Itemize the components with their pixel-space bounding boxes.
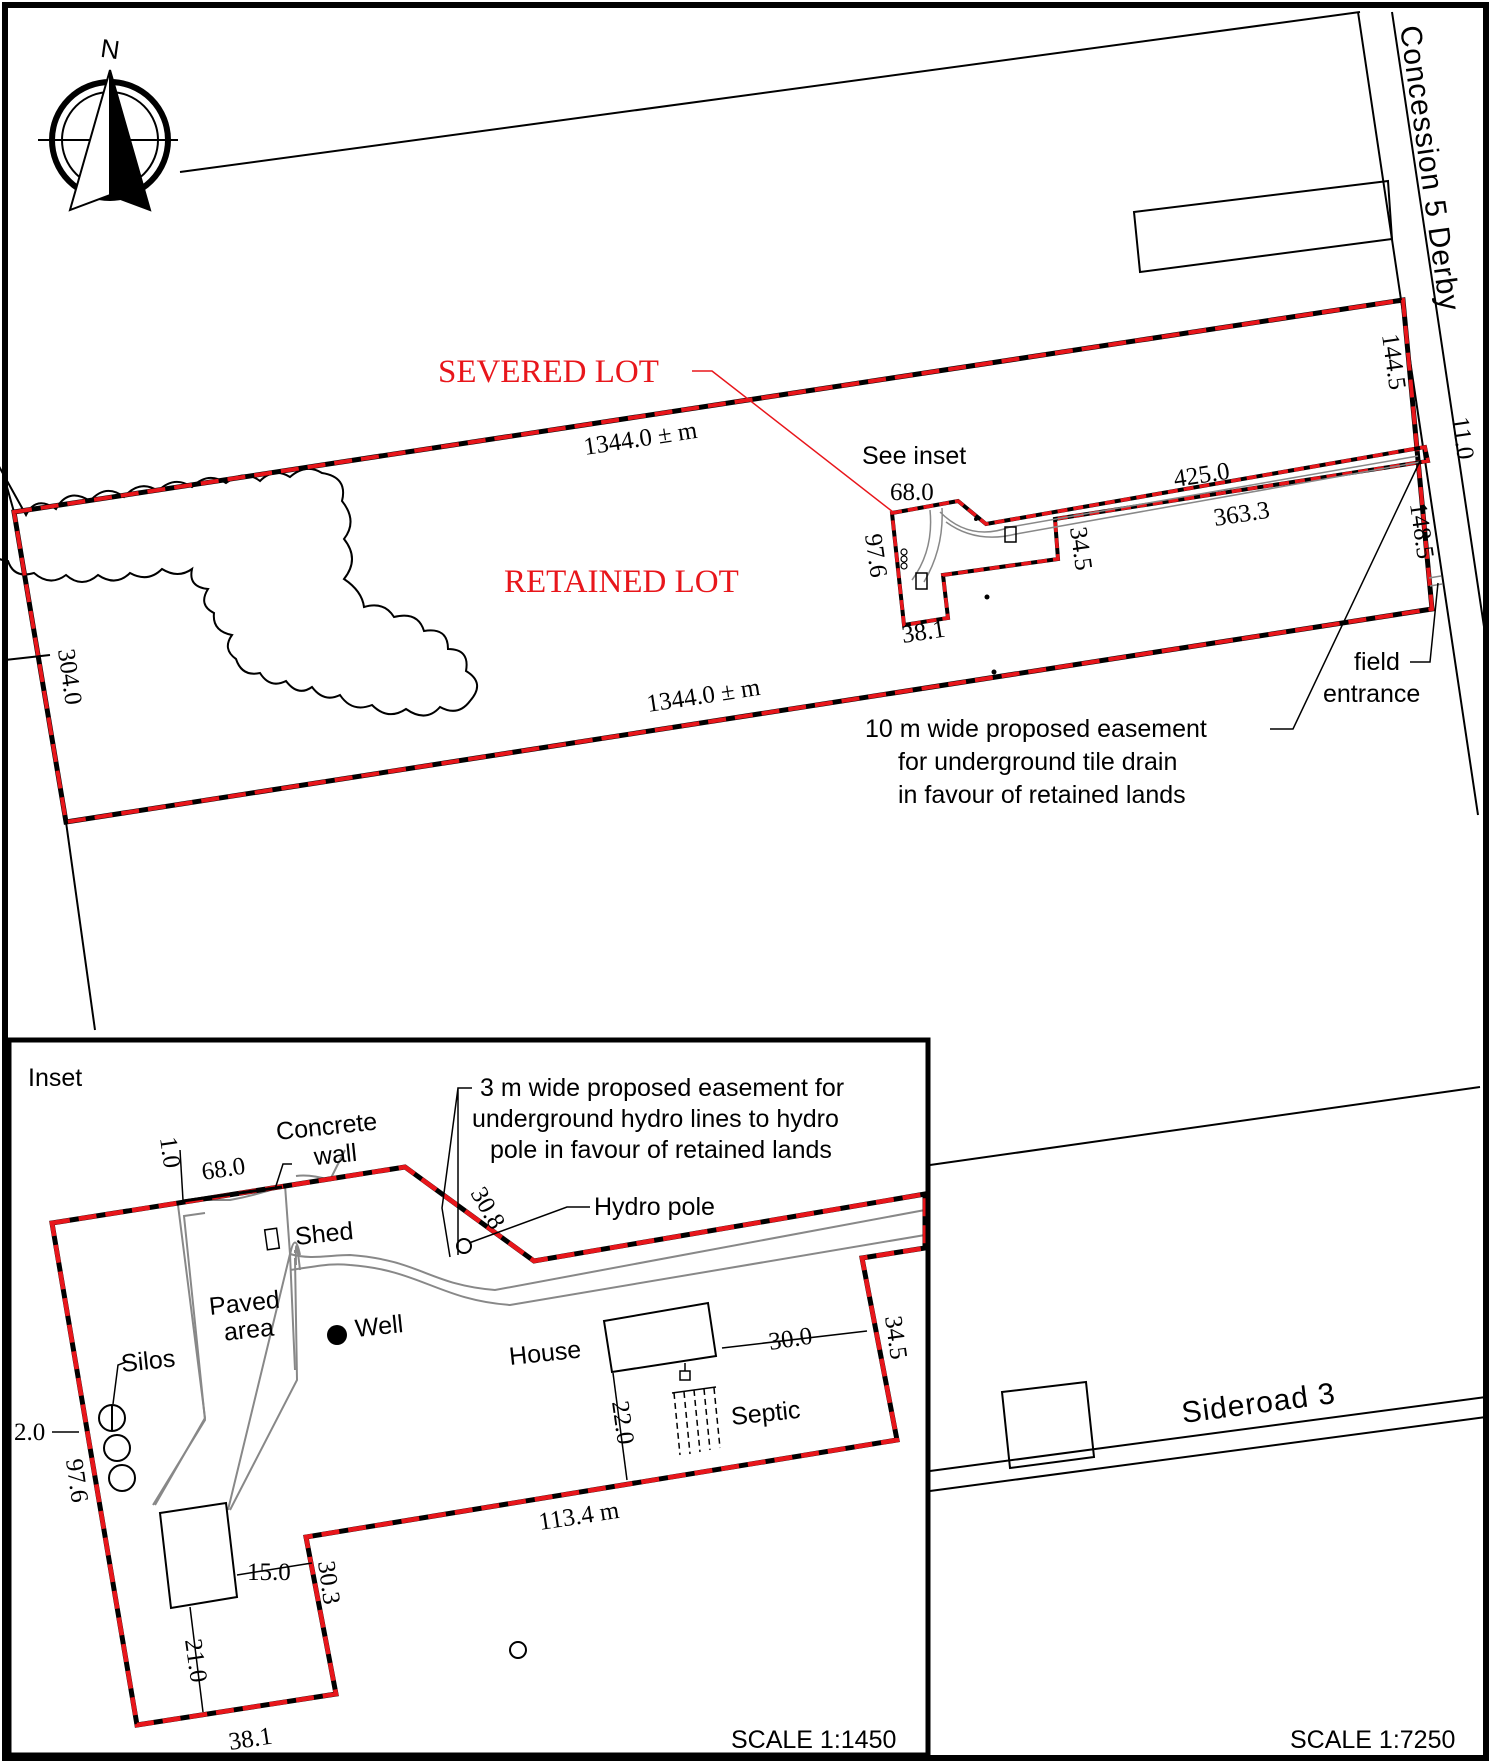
hydro-easement-bracket bbox=[441, 1087, 472, 1258]
paved-area-label: Paved area bbox=[208, 1285, 291, 1348]
inset-title: Inset bbox=[28, 1064, 82, 1092]
see-inset-label: See inset bbox=[862, 442, 966, 470]
inset-dimension-lines bbox=[52, 1149, 868, 1713]
north-arrow: N bbox=[38, 33, 178, 212]
easement-note-line-2: for underground tile drain bbox=[898, 748, 1177, 776]
inset-dim-wall-offset: 1.0 bbox=[154, 1135, 185, 1170]
field-entrance-line-2: entrance bbox=[1323, 680, 1420, 708]
southern-lot-line bbox=[929, 1086, 1481, 1166]
inset-dim-frontage: 68.0 bbox=[200, 1153, 247, 1186]
field-entrance-label: field entrance bbox=[1323, 648, 1420, 708]
dim-lane-width: 11.0 bbox=[1446, 415, 1479, 461]
inset-dim-silo-offset: 2.0 bbox=[14, 1419, 45, 1446]
north-arrow-right-half bbox=[109, 69, 152, 212]
neighbouring-building bbox=[1132, 179, 1394, 274]
field-entrance-mark bbox=[1428, 575, 1442, 579]
hydro-easement-note: 3 m wide proposed easement for undergrou… bbox=[472, 1074, 851, 1164]
severed-lot-silo-mark bbox=[900, 562, 908, 570]
inset-lane-north-edge bbox=[289, 1209, 926, 1292]
inset-dim-house-offset: 30.0 bbox=[767, 1323, 814, 1356]
hydro-easement-line-1: 3 m wide proposed easement for bbox=[480, 1074, 844, 1102]
inset-frame bbox=[6, 1037, 931, 1758]
inset-dim-barn-rear: 21.0 bbox=[179, 1637, 212, 1684]
concession-road-east-edge bbox=[1391, 11, 1487, 641]
field-entrance-mark bbox=[1429, 583, 1443, 587]
septic-runs bbox=[673, 1387, 721, 1456]
dim-line-barn-offset bbox=[236, 1562, 313, 1576]
silos-leader bbox=[112, 1361, 127, 1405]
inset-dim-inner-step: 30.3 bbox=[312, 1559, 345, 1606]
inset-marker-circle bbox=[509, 1641, 527, 1659]
inset-barn bbox=[158, 1501, 239, 1610]
hydro-easement-line-2: underground hydro lines to hydro bbox=[472, 1105, 839, 1133]
silos-label: Silos bbox=[120, 1344, 177, 1378]
west-lot-line-stub bbox=[4, 654, 51, 661]
inset-panel: Inset bbox=[6, 1037, 931, 1758]
main-map: SEVERED LOT RETAINED LOT See inset 1344.… bbox=[0, 11, 1487, 1754]
west-lot-line-north bbox=[4, 479, 15, 513]
severed-lot-boundary-dash bbox=[890, 444, 1431, 628]
severed-lot-label: SEVERED LOT bbox=[438, 354, 659, 390]
inset-dim-septic-offset: 22.0 bbox=[606, 1399, 639, 1446]
inset-paved-outline bbox=[152, 1212, 299, 1511]
concrete-wall-line-2: wall bbox=[312, 1139, 359, 1171]
retained-lot-point bbox=[991, 669, 997, 675]
retained-lot-label: RETAINED LOT bbox=[504, 564, 739, 600]
severed-lot-barn bbox=[915, 572, 928, 590]
west-lot-line-south bbox=[65, 821, 96, 1031]
hydro-easement-line-3: pole in favour of retained lands bbox=[490, 1136, 832, 1164]
dim-line-wall-offset bbox=[179, 1149, 184, 1201]
dim-severed-step: 34.5 bbox=[1064, 525, 1097, 572]
inset-house bbox=[602, 1301, 718, 1374]
concrete-wall-leader bbox=[274, 1163, 292, 1190]
inset-dim-side: 97.6 bbox=[60, 1457, 93, 1504]
inset-shed bbox=[263, 1227, 281, 1251]
dim-line-house-offset bbox=[721, 1330, 868, 1349]
severed-lot-leader bbox=[692, 370, 894, 513]
field-entrance-line-1: field bbox=[1354, 648, 1400, 676]
easement-note: 10 m wide proposed easement for undergro… bbox=[865, 715, 1214, 809]
neighbouring-lot-line bbox=[179, 11, 1361, 173]
dim-severed-front: 68.0 bbox=[890, 479, 934, 506]
dim-line-septic-offset bbox=[612, 1372, 628, 1481]
easement-leader bbox=[1270, 460, 1421, 730]
retained-lot-point bbox=[984, 594, 990, 600]
dim-line-barn-rear bbox=[189, 1606, 204, 1713]
sideroad-north-edge bbox=[929, 1396, 1487, 1472]
severed-lot-driveway bbox=[911, 455, 1421, 583]
silo-icon bbox=[103, 1434, 131, 1462]
dim-severed-rear: 38.1 bbox=[900, 616, 947, 649]
severed-lot-silo-marks bbox=[900, 548, 908, 556]
field-entrance-leader bbox=[1410, 582, 1439, 663]
inset-dim-step: 34.5 bbox=[879, 1314, 912, 1361]
inset-scale-label: SCALE 1:1450 bbox=[731, 1726, 896, 1754]
hydro-pole-label: Hydro pole bbox=[594, 1193, 715, 1221]
dim-severed-side: 97.6 bbox=[859, 532, 892, 579]
concession-road-west-edge bbox=[1357, 11, 1479, 816]
paved-area-line-2: area bbox=[222, 1313, 275, 1346]
septic-bed-icon bbox=[671, 1363, 721, 1456]
concrete-wall bbox=[182, 1185, 283, 1203]
severed-lot-point bbox=[974, 517, 978, 521]
sideroad-building bbox=[1000, 1380, 1096, 1470]
silo-icon bbox=[108, 1464, 136, 1492]
inset-severed-boundary-dash bbox=[49, 1164, 928, 1728]
inset-lane-south-edge bbox=[289, 1234, 926, 1307]
well-icon bbox=[327, 1325, 347, 1345]
inset-dim-rear-short: 38.1 bbox=[227, 1723, 274, 1756]
well-label: Well bbox=[354, 1310, 405, 1343]
severed-lot-silo-mark bbox=[900, 555, 908, 563]
hydro-pole-leader bbox=[468, 1206, 590, 1244]
easement-note-line-1: 10 m wide proposed easement bbox=[865, 715, 1207, 743]
sideroad-south-edge bbox=[929, 1416, 1487, 1492]
shed-label: Shed bbox=[294, 1217, 355, 1251]
hydro-pole-icon bbox=[456, 1238, 472, 1254]
severed-lot-building bbox=[1004, 526, 1017, 543]
easement-note-line-3: in favour of retained lands bbox=[898, 781, 1186, 809]
main-scale-label: SCALE 1:7250 bbox=[1290, 1726, 1455, 1754]
retained-lot-boundary-dash bbox=[11, 297, 1435, 825]
north-label: N bbox=[99, 33, 122, 65]
inset-dim-barn-offset: 15.0 bbox=[247, 1559, 291, 1586]
